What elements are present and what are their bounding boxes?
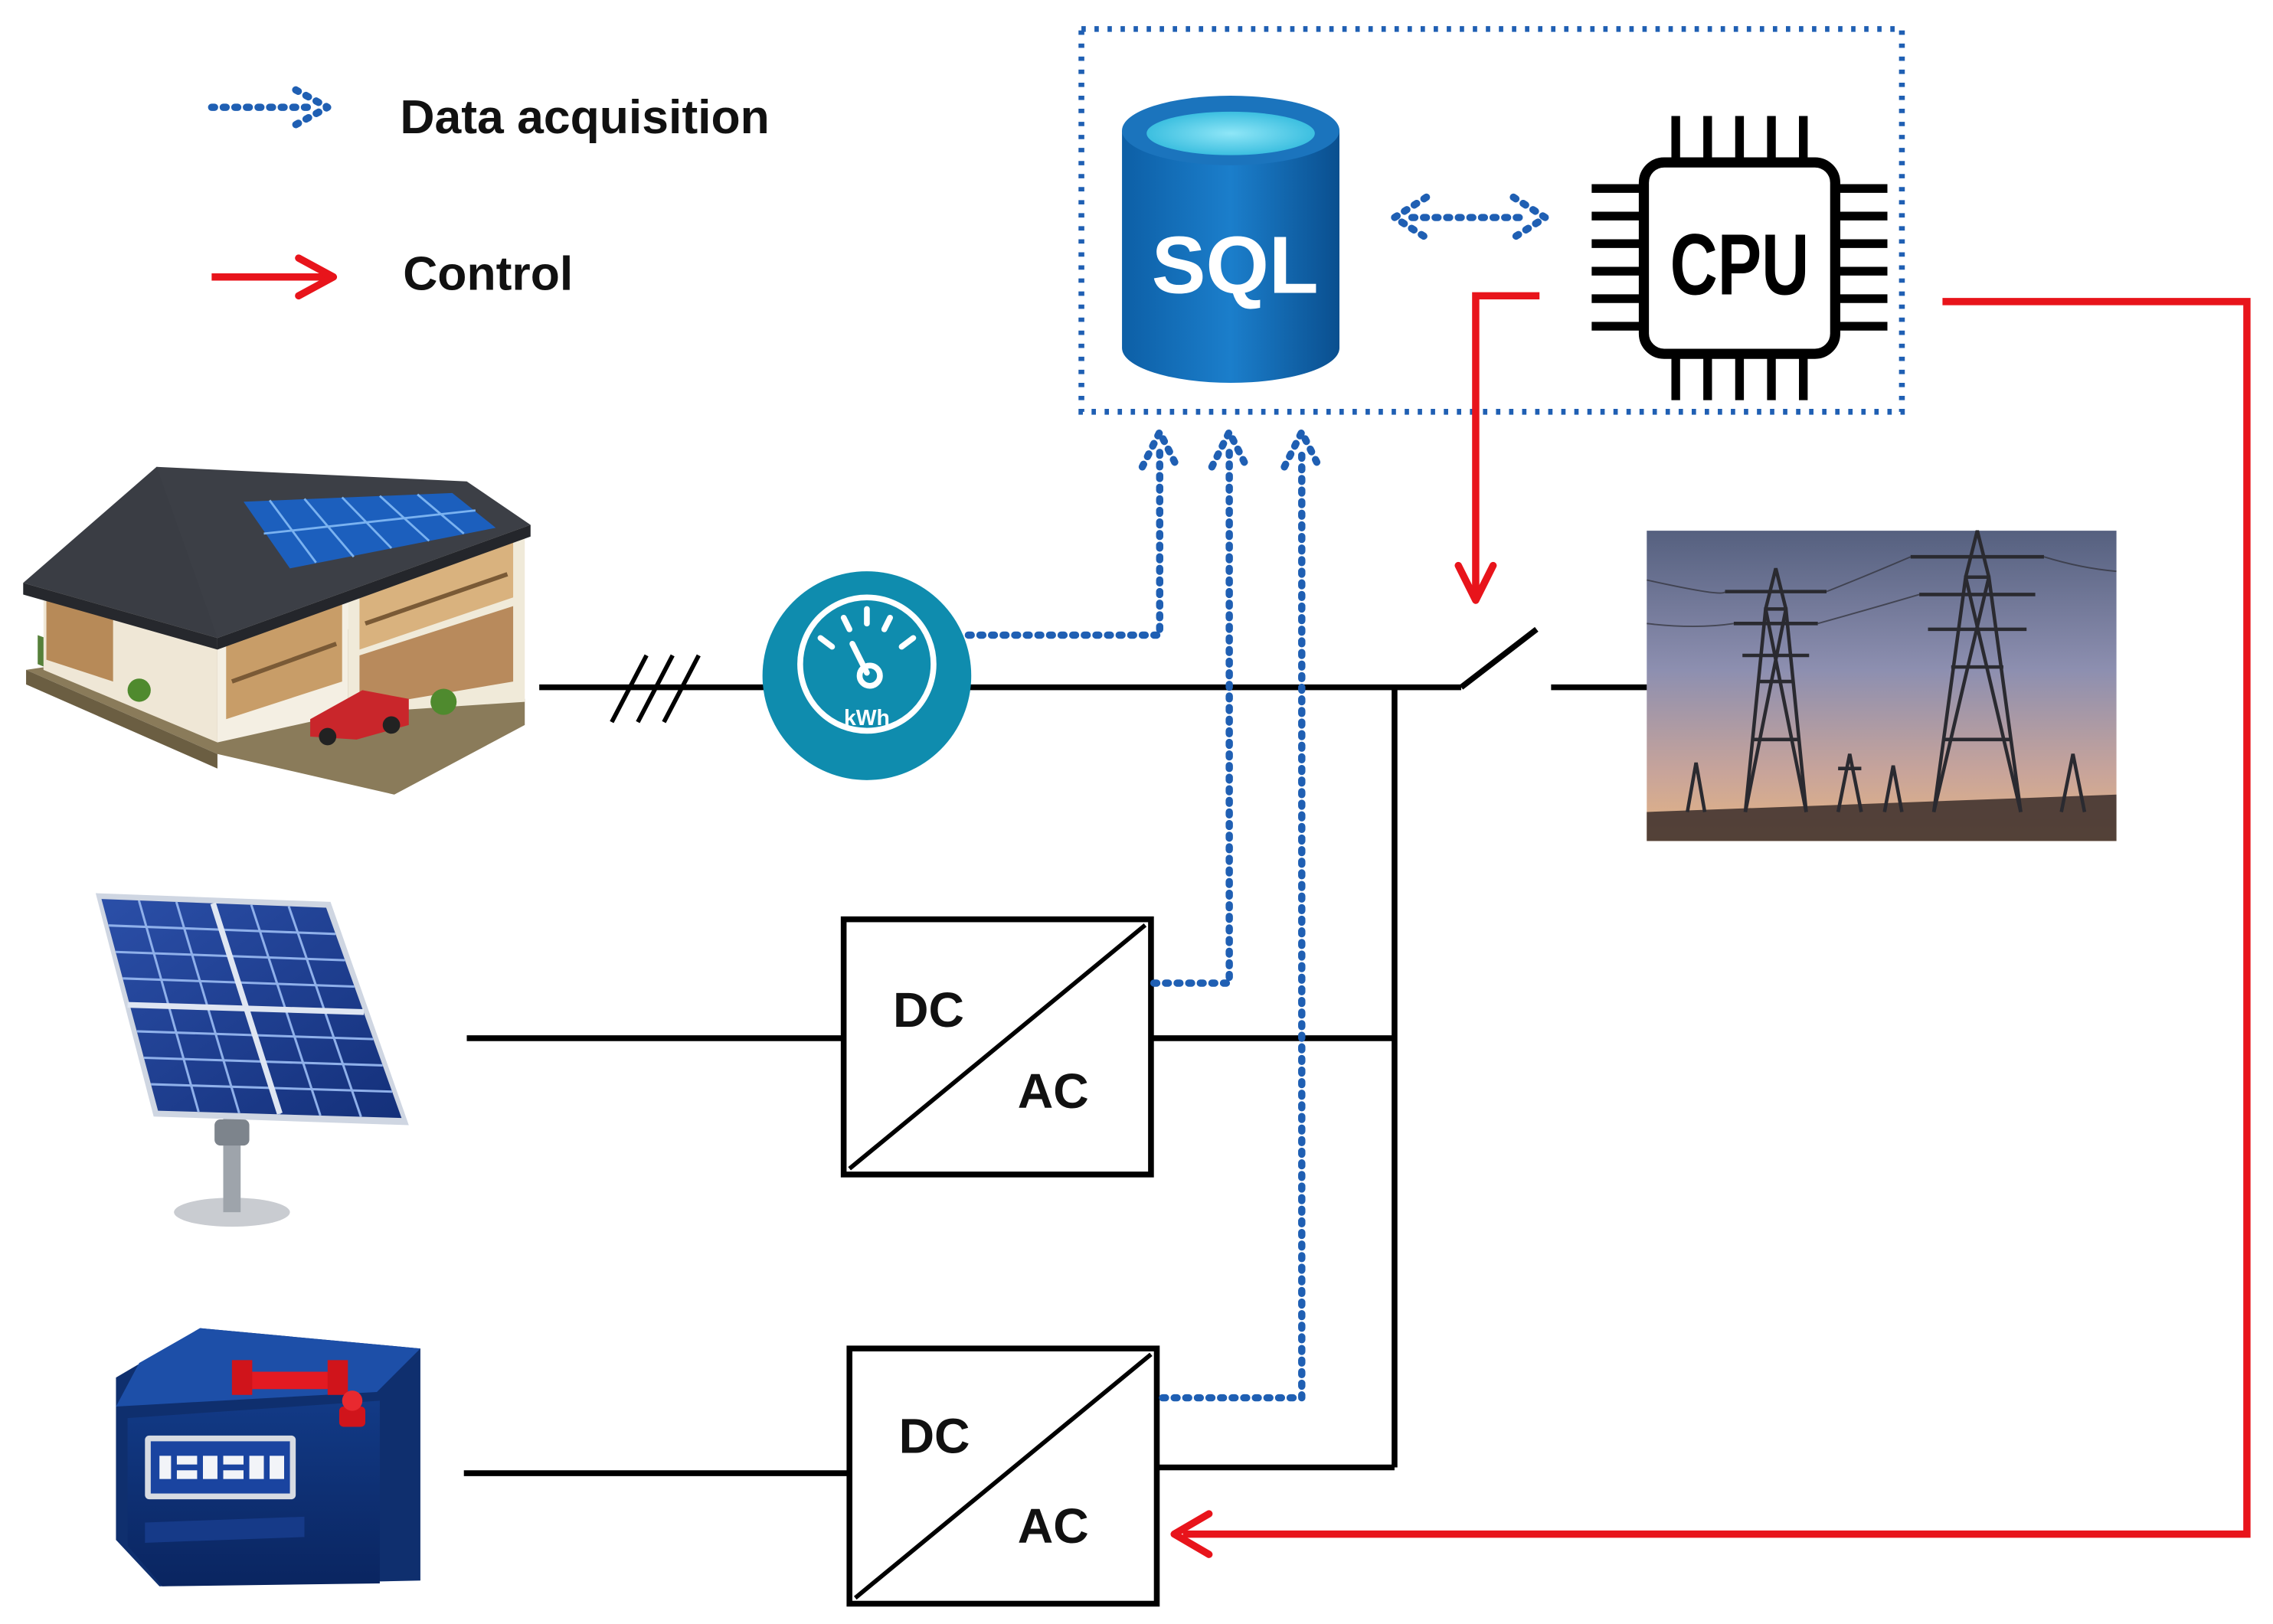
control-legend-arrow: [211, 254, 338, 300]
legend: Data acquisition Control: [208, 86, 770, 301]
control-unit-box: SQL CPU: [1078, 26, 1905, 415]
house-icon: [23, 466, 531, 795]
battery-inverter-ac-label: AC: [1018, 1498, 1089, 1554]
battery-inverter-control-link: [1170, 298, 2251, 1558]
sql-cpu-data-link: [1391, 193, 1549, 242]
control-legend-label: Control: [403, 247, 573, 301]
database-icon: SQL: [1122, 95, 1339, 383]
solar-panel-icon: [95, 893, 409, 1227]
pv-inverter-data-link: [1150, 428, 1251, 987]
power-bus: [463, 626, 1647, 1476]
database-label: SQL: [1152, 221, 1319, 311]
grid-switch: [1459, 626, 1539, 690]
battery-inverter: DC AC: [846, 1345, 1160, 1607]
meter-data-link: [964, 428, 1181, 639]
cpu-label: CPU: [1670, 216, 1810, 313]
meter-unit-label: kWh: [844, 706, 890, 730]
data-acquisition-legend-arrow: [208, 86, 332, 129]
pv-inverter-ac-label: AC: [1018, 1064, 1089, 1119]
pv-inverter-dc-label: DC: [893, 982, 964, 1037]
battery-inverter-data-link: [1159, 428, 1323, 1402]
battery-icon: [116, 1328, 420, 1586]
energy-meter-icon: kWh: [762, 571, 972, 780]
pv-inverter: DC AC: [840, 916, 1154, 1178]
cpu-icon: CPU: [1591, 116, 1888, 400]
battery-inverter-dc-label: DC: [899, 1409, 970, 1464]
power-tower-icon: [1647, 530, 2117, 841]
data-acquisition-legend-label: Data acquisition: [400, 90, 769, 144]
three-phase-mark: [610, 654, 701, 724]
switch-control-link: [1454, 292, 1540, 604]
